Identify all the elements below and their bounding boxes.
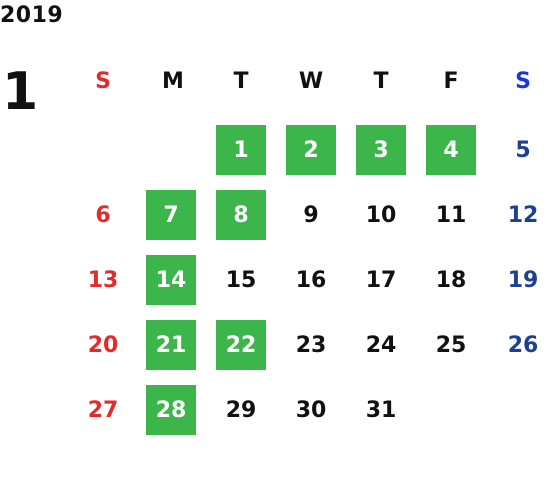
day-cell xyxy=(426,385,476,435)
month-label: 1 xyxy=(2,62,39,122)
day-cell[interactable]: 16 xyxy=(295,267,327,293)
day-cell[interactable]: 24 xyxy=(365,332,397,358)
weekday-friday: F xyxy=(443,68,459,94)
day-cell-highlighted[interactable]: 7 xyxy=(146,190,196,240)
day-cell xyxy=(148,125,198,175)
day-cell-highlighted[interactable]: 22 xyxy=(216,320,266,370)
day-cell-highlighted[interactable]: 4 xyxy=(426,125,476,175)
day-cell[interactable]: 23 xyxy=(295,332,327,358)
weekday-wednesday: W xyxy=(298,68,324,94)
day-cell-saturday[interactable]: 12 xyxy=(507,202,539,228)
day-cell xyxy=(78,125,128,175)
day-cell[interactable]: 10 xyxy=(365,202,397,228)
day-cell[interactable]: 9 xyxy=(303,202,319,228)
day-cell-highlighted[interactable]: 2 xyxy=(286,125,336,175)
day-cell-saturday[interactable]: 19 xyxy=(507,267,539,293)
weekday-thursday: T xyxy=(373,68,389,94)
weekday-sunday: S xyxy=(95,68,111,94)
day-cell-highlighted[interactable]: 28 xyxy=(146,385,196,435)
weekday-tuesday: T xyxy=(233,68,249,94)
day-cell[interactable]: 15 xyxy=(225,267,257,293)
day-cell-saturday[interactable]: 5 xyxy=(515,137,531,163)
day-cell[interactable]: 30 xyxy=(295,397,327,423)
day-cell[interactable]: 18 xyxy=(435,267,467,293)
weekday-header: S M T W T F S xyxy=(68,56,548,104)
day-cell[interactable]: 29 xyxy=(225,397,257,423)
day-cell-sunday[interactable]: 13 xyxy=(87,267,119,293)
day-cell[interactable]: 31 xyxy=(365,397,397,423)
day-cell[interactable]: 25 xyxy=(435,332,467,358)
weekday-monday: M xyxy=(162,68,184,94)
day-cell-sunday[interactable]: 20 xyxy=(87,332,119,358)
day-cell-highlighted[interactable]: 14 xyxy=(146,255,196,305)
day-cell-sunday[interactable]: 6 xyxy=(95,202,111,228)
day-cell-sunday[interactable]: 27 xyxy=(87,397,119,423)
day-cell-saturday[interactable]: 26 xyxy=(507,332,539,358)
day-cell-highlighted[interactable]: 3 xyxy=(356,125,406,175)
day-cell-highlighted[interactable]: 1 xyxy=(216,125,266,175)
day-cell xyxy=(498,385,548,435)
day-cell-highlighted[interactable]: 8 xyxy=(216,190,266,240)
day-cell[interactable]: 11 xyxy=(435,202,467,228)
year-label: 2019 xyxy=(0,3,64,28)
day-cell[interactable]: 17 xyxy=(365,267,397,293)
weekday-saturday: S xyxy=(515,68,531,94)
day-cell-highlighted[interactable]: 21 xyxy=(146,320,196,370)
